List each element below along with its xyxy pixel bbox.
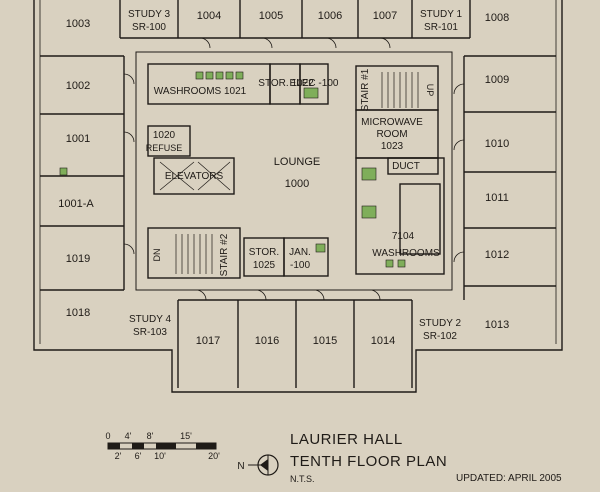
room-1010: 1010 bbox=[485, 138, 509, 150]
jan-number: -100 bbox=[290, 260, 310, 271]
stair-2-label: STAIR #2 bbox=[219, 233, 230, 276]
room-1009: 1009 bbox=[485, 74, 509, 86]
left-rooms bbox=[40, 55, 125, 291]
outer-wall bbox=[33, 0, 563, 393]
title-line-1: LAURIER HALL bbox=[290, 431, 403, 448]
washrooms-1021-label: WASHROOMS 1021 bbox=[154, 86, 247, 97]
room-1020: 1020 bbox=[153, 130, 176, 141]
stair-1-treads bbox=[381, 72, 419, 108]
study-1: STUDY 1 bbox=[420, 9, 462, 20]
room-1008: 1008 bbox=[485, 12, 509, 24]
washrooms-right-label: WASHROOMS bbox=[372, 248, 440, 259]
north-label: N bbox=[237, 461, 244, 472]
fixture bbox=[361, 167, 377, 181]
jan-label: JAN. bbox=[289, 247, 311, 258]
study-2: STUDY 2 bbox=[419, 318, 461, 329]
room-1017: 1017 bbox=[196, 335, 220, 347]
room-1002: 1002 bbox=[66, 80, 90, 92]
scale-tick-top-3: 15' bbox=[180, 431, 192, 441]
room-1005: 1005 bbox=[259, 10, 283, 22]
stair-2-treads bbox=[175, 234, 213, 274]
fixture bbox=[315, 243, 326, 253]
sr-100: SR-100 bbox=[132, 22, 166, 33]
sr-102: SR-102 bbox=[423, 331, 457, 342]
room-1013: 1013 bbox=[485, 319, 509, 331]
study-3: STUDY 3 bbox=[128, 9, 170, 20]
room-1012: 1012 bbox=[485, 249, 509, 261]
top-rooms bbox=[119, 0, 471, 39]
bottom-rooms bbox=[177, 299, 413, 388]
elevators bbox=[153, 157, 235, 195]
right-rooms bbox=[463, 55, 556, 300]
door-arcs bbox=[123, 37, 465, 301]
sr-103: SR-103 bbox=[133, 327, 167, 338]
fixture bbox=[303, 87, 319, 99]
lounge-label: LOUNGE bbox=[274, 156, 320, 168]
room-1001a: 1001-A bbox=[58, 198, 94, 210]
scale-bar: 0 4' 8' 15' 2' 6' 10' 20' bbox=[105, 431, 220, 461]
sr-101: SR-101 bbox=[424, 22, 458, 33]
fixture bbox=[225, 71, 234, 80]
up-label: UP bbox=[425, 84, 435, 97]
fixture bbox=[195, 71, 204, 80]
stair-2 bbox=[147, 227, 241, 279]
refuse-room bbox=[147, 125, 191, 157]
stor-label: STOR. bbox=[249, 247, 279, 258]
stair-1-label: STAIR #1 bbox=[360, 68, 371, 111]
fixture bbox=[215, 71, 224, 80]
microwave-label: MICROWAVE bbox=[361, 117, 423, 128]
room-7104: 7104 bbox=[392, 231, 415, 242]
fixture bbox=[59, 167, 68, 176]
refuse-label: REFUSE bbox=[146, 143, 183, 153]
washrooms-1021 bbox=[147, 63, 271, 105]
room-1000: 1000 bbox=[285, 178, 309, 190]
room-1019: 1019 bbox=[66, 253, 90, 265]
fixture bbox=[205, 71, 214, 80]
stor-1022-label: STOR. 1022 bbox=[258, 78, 314, 89]
fixture bbox=[235, 71, 244, 80]
study-4: STUDY 4 bbox=[129, 314, 171, 325]
elec-room bbox=[299, 63, 329, 105]
scale-tick-bottom-1: 6' bbox=[135, 451, 142, 461]
fixture bbox=[385, 259, 394, 268]
room-1003: 1003 bbox=[66, 18, 90, 30]
room-1011: 1011 bbox=[485, 192, 509, 204]
elec-label: ELEC -100 bbox=[290, 78, 339, 89]
title-line-2: TENTH FLOOR PLAN bbox=[290, 453, 447, 470]
room-1004: 1004 bbox=[197, 10, 221, 22]
nts-label: N.T.S. bbox=[290, 474, 315, 484]
scale-tick-bottom-2: 10' bbox=[154, 451, 166, 461]
room-1001: 1001 bbox=[66, 133, 90, 145]
jan-room bbox=[283, 237, 329, 277]
scale-tick-top-2: 8' bbox=[147, 431, 154, 441]
elevator-x bbox=[159, 161, 231, 191]
scale-tick-top-1: 4' bbox=[125, 431, 132, 441]
fixture bbox=[361, 205, 377, 219]
scale-tick-bottom-0: 2' bbox=[115, 451, 122, 461]
room-label: ROOM bbox=[376, 129, 407, 140]
corridor-outline bbox=[135, 51, 453, 291]
room-1014: 1014 bbox=[371, 335, 395, 347]
north-arrow-icon: N bbox=[237, 454, 279, 476]
dn-label: DN bbox=[152, 249, 162, 262]
fixture bbox=[397, 259, 406, 268]
shafts-7104 bbox=[399, 183, 441, 255]
room-1007: 1007 bbox=[373, 10, 397, 22]
updated-label: UPDATED: APRIL 2005 bbox=[456, 473, 562, 484]
room-1016: 1016 bbox=[255, 335, 279, 347]
elevators-label: ELEVATORS bbox=[165, 171, 224, 182]
room-1023: 1023 bbox=[381, 141, 404, 152]
room-1006: 1006 bbox=[318, 10, 342, 22]
room-1025: 1025 bbox=[253, 260, 276, 271]
room-1018: 1018 bbox=[66, 307, 90, 319]
scale-tick-top-0: 0 bbox=[105, 431, 110, 441]
washrooms-right bbox=[355, 157, 445, 275]
scale-tick-bottom-3: 20' bbox=[208, 451, 220, 461]
duct-label: DUCT bbox=[392, 161, 420, 172]
room-1015: 1015 bbox=[313, 335, 337, 347]
